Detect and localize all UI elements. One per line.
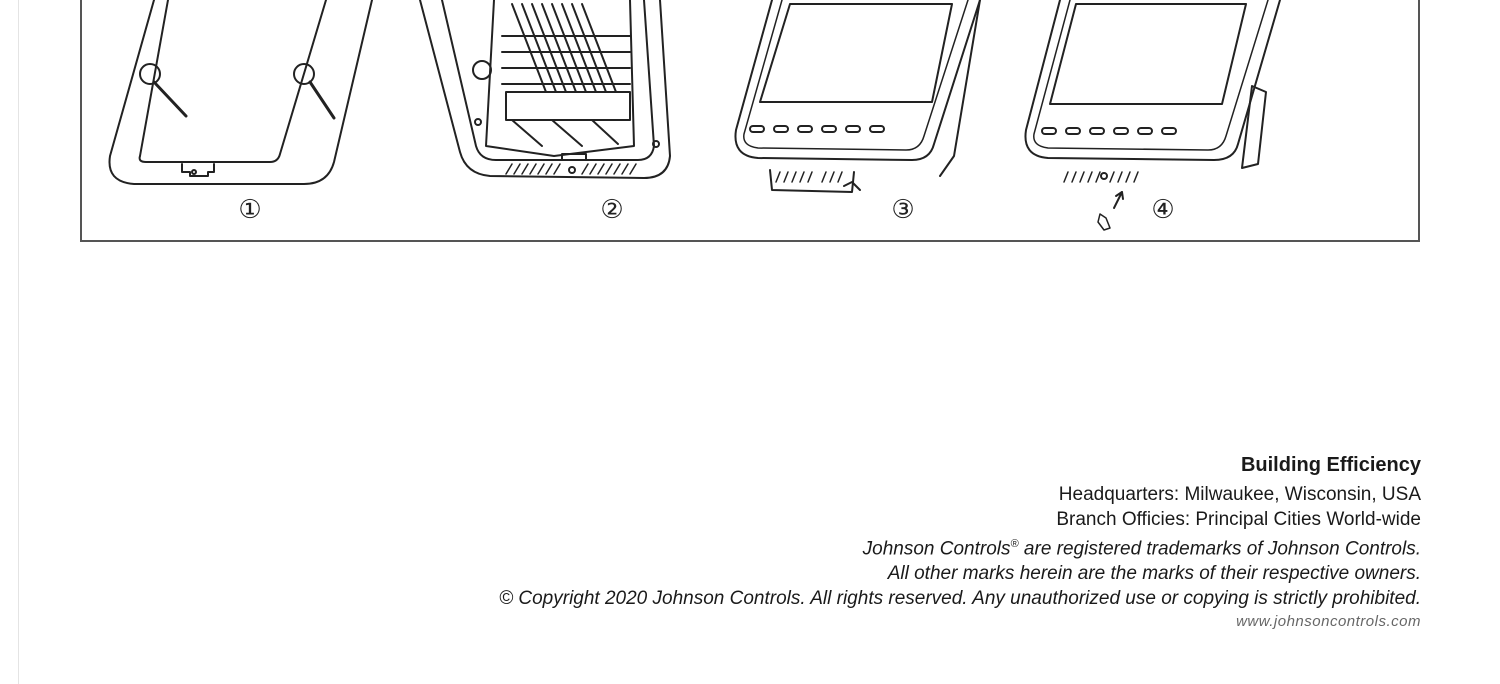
trademark-brand: Johnson Controls xyxy=(862,538,1011,560)
step-label-3: ③ xyxy=(891,195,915,225)
other-marks-line: All other marks herein are the marks of … xyxy=(887,563,1421,585)
headquarters-line: Headquarters: Milwaukee, Wisconsin, USA xyxy=(1058,484,1421,505)
installation-diagram xyxy=(108,0,1281,231)
branch-offices-line: Branch Officies: Principal Cities World-… xyxy=(1056,509,1421,530)
step-2-wiring-base xyxy=(419,0,671,179)
step-4-screw-fix xyxy=(1024,0,1281,231)
step-label-4: ④ xyxy=(1151,195,1175,225)
installation-figure: ① ② ③ ④ xyxy=(80,0,1420,242)
company-footer: Building Efficiency Headquarters: Milwau… xyxy=(321,452,1421,633)
registered-mark: ® xyxy=(1010,538,1019,550)
step-label-1: ① xyxy=(238,195,262,225)
website-line: www.johnsoncontrols.com xyxy=(1236,613,1421,631)
trademark-text: are registered trademarks of Johnson Con… xyxy=(1018,538,1421,560)
step-label-2: ② xyxy=(600,195,624,225)
step-3-thermostat-attach xyxy=(734,0,981,193)
trademark-line: Johnson Controls® are registered tradema… xyxy=(321,532,1421,561)
step-1-mounting-plate xyxy=(108,0,373,185)
copyright-line: © Copyright 2020 Johnson Controls. All r… xyxy=(499,588,1421,610)
page-edge xyxy=(18,0,19,684)
company-name: Building Efficiency xyxy=(1240,454,1421,476)
